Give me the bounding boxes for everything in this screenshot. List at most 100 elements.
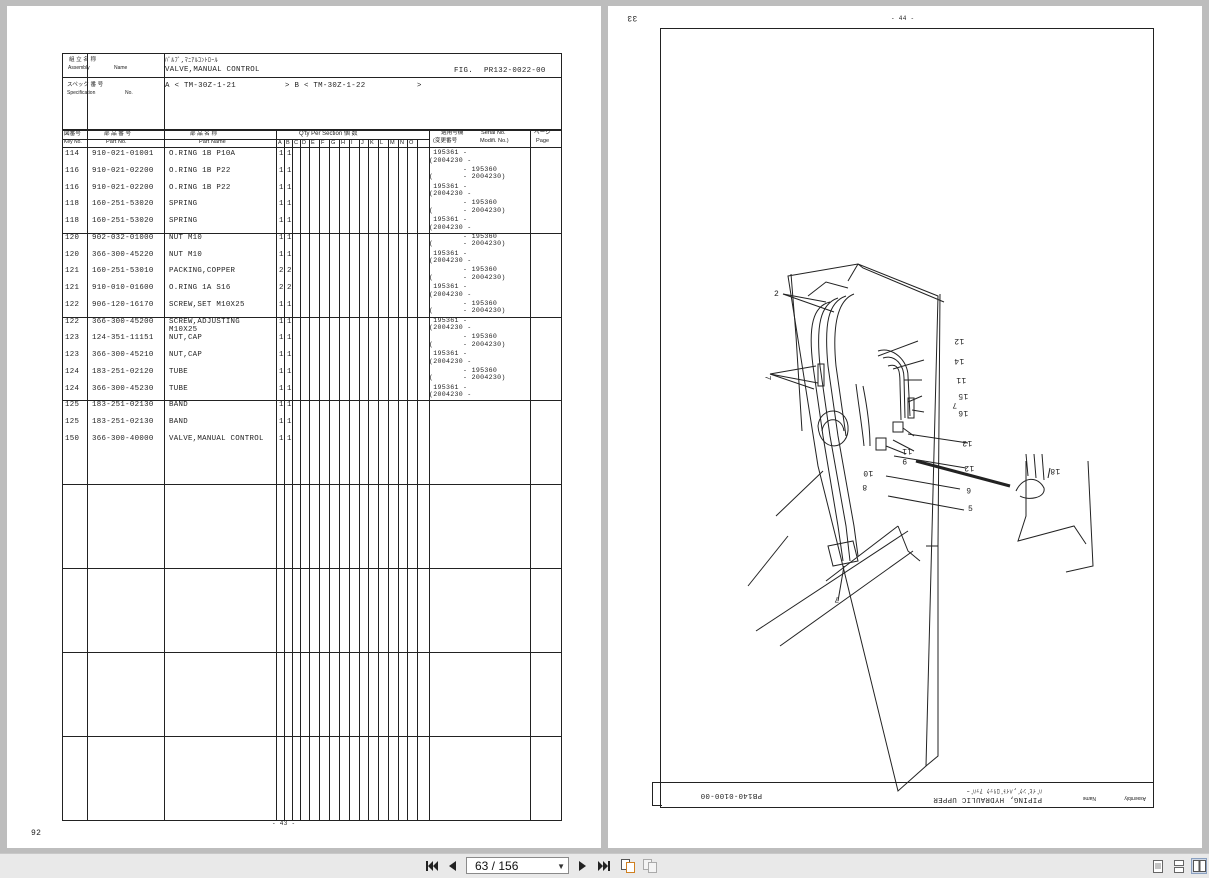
part-header-jp: 部 品 番 号 bbox=[104, 131, 132, 137]
row-qty-b: 1 bbox=[287, 401, 292, 410]
spec-no-label: No. bbox=[125, 90, 133, 96]
last-page-icon bbox=[598, 861, 610, 871]
row-qty-a: 1 bbox=[279, 418, 284, 426]
serial-range-line: ( - 2004230) bbox=[429, 273, 506, 281]
page-number-input[interactable]: 63 / 156 ▼ bbox=[466, 857, 569, 874]
page-header-jp: ページ bbox=[534, 130, 551, 136]
serial-range-line: 195361 - bbox=[429, 149, 468, 156]
serial-range-line: - 195360 bbox=[429, 266, 498, 274]
assembly-label-jp: 組 立 名 称 bbox=[69, 57, 97, 63]
serial-range-line: - 195360 bbox=[429, 366, 498, 374]
row-qty-a: 1 bbox=[279, 233, 284, 242]
chevron-down-icon[interactable]: ▼ bbox=[557, 862, 565, 871]
row-part-name: SPRING bbox=[169, 200, 198, 209]
row-qty-b: 1 bbox=[287, 183, 292, 192]
part-header-en: Part No. bbox=[106, 139, 127, 145]
row-qty-a: 1 bbox=[279, 150, 284, 158]
row-part-number: 906-120-16170 bbox=[92, 300, 154, 309]
row-part-number: 910-021-01001 bbox=[92, 150, 154, 158]
assembly-name-jp: ﾊﾞﾙﾌﾞ,ﾏﾆｱﾙｺﾝﾄﾛｰﾙ bbox=[165, 57, 218, 64]
copy-page-button[interactable] bbox=[620, 858, 636, 874]
qty-column-letter: D bbox=[302, 140, 307, 146]
spec-a: A < TM-30Z-1-21 bbox=[165, 82, 237, 90]
serial-range-line: (2004230 - bbox=[429, 223, 472, 231]
first-page-button[interactable] bbox=[424, 858, 440, 874]
qty-column-letter: C bbox=[294, 140, 299, 146]
qty-column-letter: A bbox=[278, 140, 282, 146]
row-part-name: NUT M10 bbox=[169, 250, 203, 259]
row-qty-b: 1 bbox=[287, 367, 292, 376]
key-header-en: Key No. bbox=[64, 139, 82, 145]
row-part-name: SCREW,ADJUSTING bbox=[169, 317, 241, 326]
row-part-number: 183-251-02120 bbox=[92, 367, 154, 376]
qty-column-letter: F bbox=[321, 140, 325, 146]
next-page-button[interactable] bbox=[576, 858, 588, 874]
serial-range-line: - 195360 bbox=[429, 232, 498, 240]
row-part-number: 183-251-02130 bbox=[92, 401, 154, 410]
row-part-number: 366-300-45200 bbox=[92, 317, 154, 326]
spec-label-jp: スペック 番 号 bbox=[67, 82, 104, 88]
serial-range-line: ( - 2004230) bbox=[429, 240, 506, 248]
row-qty-b: 1 bbox=[287, 334, 292, 343]
row-part-number: 910-021-02200 bbox=[92, 183, 154, 192]
serial-range-line: 195361 - bbox=[429, 350, 468, 357]
row-part-name: NUT,CAP bbox=[169, 351, 203, 359]
callout-13: 13 bbox=[962, 438, 973, 447]
serial-range-line: 195361 - bbox=[429, 316, 468, 324]
callout-7a: 7 bbox=[952, 400, 958, 409]
prev-page-button[interactable] bbox=[446, 858, 458, 874]
serial-range-line: (2004230 - bbox=[429, 290, 472, 298]
row-qty-b: 1 bbox=[287, 384, 292, 393]
callout-11b: 11 bbox=[902, 446, 913, 455]
row-key-number: 114 bbox=[65, 150, 80, 158]
qty-column-letter: K bbox=[370, 140, 374, 146]
header-box bbox=[62, 53, 562, 131]
row-qty-a: 1 bbox=[279, 183, 284, 192]
serial-range-line: ( - 2004230) bbox=[429, 374, 506, 382]
row-key-number: 124 bbox=[65, 384, 80, 393]
assembly-label-en: Assembly bbox=[68, 65, 90, 71]
hydraulic-piping-drawing bbox=[747, 263, 1094, 792]
row-part-name: O.RING 1B P22 bbox=[169, 166, 231, 175]
row-qty-b: 1 bbox=[287, 300, 292, 309]
row-key-number: 122 bbox=[65, 300, 80, 309]
single-page-icon bbox=[1153, 859, 1163, 873]
qty-column-letter: B bbox=[286, 140, 290, 146]
serial-range-line: (2004230 - bbox=[429, 391, 472, 398]
row-part-number: 183-251-02130 bbox=[92, 418, 154, 426]
row-key-number: 116 bbox=[65, 166, 80, 175]
single-page-view-button[interactable] bbox=[1151, 858, 1165, 874]
serial-range-line: ( - 2004230) bbox=[429, 206, 506, 214]
row-qty-a: 1 bbox=[279, 367, 284, 376]
page-header-en: Page bbox=[536, 138, 550, 144]
paste-page-button[interactable] bbox=[642, 858, 658, 874]
row-part-name: VALVE,MANUAL CONTROL bbox=[169, 434, 264, 443]
row-part-number: 366-300-45230 bbox=[92, 384, 154, 393]
facing-pages-view-button[interactable] bbox=[1191, 858, 1207, 874]
serial-range-line: 195361 - bbox=[429, 283, 468, 290]
serial-range-line: (2004230 - bbox=[429, 156, 472, 164]
row-qty-a: 2 bbox=[279, 284, 284, 292]
qty-column-letter: E bbox=[311, 140, 315, 146]
row-part-number: 160-251-53020 bbox=[92, 217, 154, 225]
fig-label: FIG. bbox=[454, 67, 473, 75]
serial-range-line: 195361 - bbox=[429, 182, 468, 190]
row-part-name: SPRING bbox=[169, 217, 198, 225]
row-part-number: 910-010-01600 bbox=[92, 284, 154, 292]
right-page: - 44 - 33 Assembly Name PIPING, HYDRAULI… bbox=[608, 6, 1202, 848]
row-qty-b: 1 bbox=[287, 351, 292, 359]
assembly-name: VALVE,MANUAL CONTROL bbox=[165, 66, 260, 74]
viewer-toolbar: 63 / 156 ▼ bbox=[0, 853, 1209, 878]
last-page-button[interactable] bbox=[596, 858, 612, 874]
row-part-name: TUBE bbox=[169, 367, 188, 376]
row-key-number: 123 bbox=[65, 351, 80, 359]
row-qty-b: 2 bbox=[287, 267, 292, 276]
row-part-name: PACKING,COPPER bbox=[169, 267, 236, 276]
row-qty-a: 1 bbox=[279, 434, 284, 443]
name-header-en: Part Name bbox=[199, 139, 226, 145]
serial-range-line: 195361 - bbox=[429, 249, 468, 257]
callout-15: 15 bbox=[958, 391, 969, 400]
callout-5: 5 bbox=[968, 505, 974, 514]
continuous-view-button[interactable] bbox=[1172, 858, 1186, 874]
callout-2: 2 bbox=[774, 290, 780, 299]
